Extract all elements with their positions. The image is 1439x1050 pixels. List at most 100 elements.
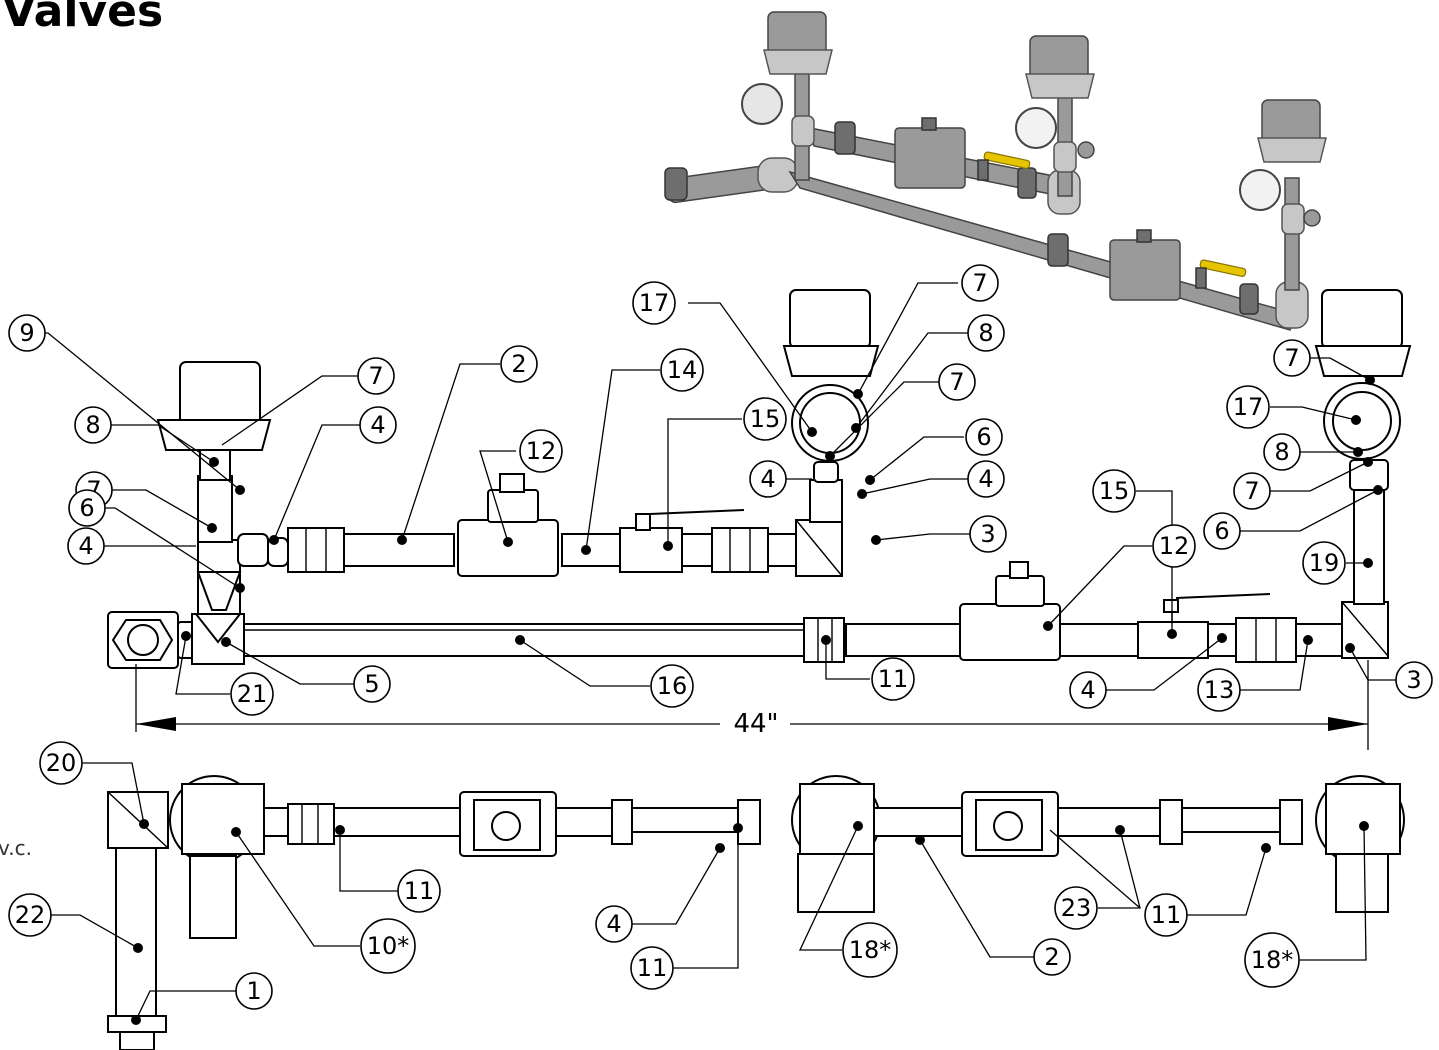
callout-6: 6	[68, 489, 106, 527]
svg-text:7: 7	[1284, 344, 1299, 372]
callout-11: 11	[1144, 893, 1188, 937]
callout-11: 11	[397, 869, 441, 913]
svg-text:4: 4	[78, 532, 93, 560]
callout-16: 16	[650, 664, 694, 708]
svg-text:6: 6	[976, 423, 991, 451]
callout-4: 4	[595, 905, 633, 943]
svg-text:11: 11	[637, 954, 668, 982]
callout-2: 2	[1033, 938, 1071, 976]
callout-12: 12	[519, 429, 563, 473]
dimension-label: 44"	[733, 709, 778, 739]
svg-text:11: 11	[878, 665, 909, 693]
svg-text:11: 11	[404, 877, 435, 905]
callout-12: 12	[1152, 524, 1196, 568]
svg-text:5: 5	[364, 670, 379, 698]
svg-text:12: 12	[1159, 532, 1190, 560]
callout-13: 13	[1197, 668, 1241, 712]
callout-21: 21	[230, 672, 274, 716]
svg-text:4: 4	[978, 465, 993, 493]
callout-4: 4	[359, 406, 397, 444]
svg-text:16: 16	[657, 672, 688, 700]
callout-18-star: 18*	[1244, 932, 1300, 988]
callout-7: 7	[1273, 339, 1311, 377]
callout-4: 4	[1069, 671, 1107, 709]
callout-10-star: 10*	[360, 918, 416, 974]
svg-text:7: 7	[949, 368, 964, 396]
svg-text:4: 4	[1080, 676, 1095, 704]
callout-4: 4	[749, 460, 787, 498]
callout-7: 7	[938, 363, 976, 401]
svg-text:11: 11	[1151, 901, 1182, 929]
callout-11: 11	[630, 946, 674, 990]
callout-3: 3	[969, 515, 1007, 553]
svg-text:8: 8	[85, 411, 100, 439]
svg-text:2: 2	[511, 350, 526, 378]
svg-text:6: 6	[1214, 517, 1229, 545]
callout-14: 14	[660, 348, 704, 392]
callout-balloons: 9 8 7 7 6 4 4 2 12 14 15 17 7 8 7 4 6 4 …	[8, 264, 1433, 1010]
isometric-view	[664, 11, 1327, 331]
callout-6: 6	[1203, 512, 1241, 550]
callout-8: 8	[1263, 433, 1301, 471]
page-title: Valves	[2, 0, 164, 37]
svg-text:8: 8	[1274, 438, 1289, 466]
leader-lines	[27, 282, 1408, 1021]
svg-text:20: 20	[46, 749, 77, 777]
svg-text:13: 13	[1204, 676, 1235, 704]
svg-text:4: 4	[606, 910, 621, 938]
callout-15: 15	[1092, 469, 1136, 513]
callout-9: 9	[8, 314, 46, 352]
svg-text:21: 21	[237, 680, 268, 708]
callout-17: 17	[1226, 385, 1270, 429]
callout-8: 8	[74, 406, 112, 444]
callout-11: 11	[871, 657, 915, 701]
svg-text:7: 7	[972, 269, 987, 297]
svg-text:17: 17	[639, 289, 670, 317]
callout-23: 23	[1054, 886, 1098, 930]
leader-dots	[131, 375, 1383, 1025]
front-view	[107, 289, 1412, 669]
callout-17: 17	[632, 281, 676, 325]
callout-6: 6	[965, 418, 1003, 456]
svg-text:3: 3	[1406, 666, 1421, 694]
cropped-edge-text: v.c.	[0, 836, 32, 860]
callout-3: 3	[1395, 661, 1433, 699]
top-view	[107, 775, 1405, 1050]
svg-text:8: 8	[978, 319, 993, 347]
callout-18-star: 18*	[842, 922, 898, 978]
callout-19: 19	[1302, 541, 1346, 585]
svg-text:22: 22	[15, 901, 46, 929]
svg-text:15: 15	[1099, 477, 1130, 505]
callout-15: 15	[743, 397, 787, 441]
svg-text:1: 1	[246, 977, 261, 1005]
svg-text:7: 7	[368, 362, 383, 390]
svg-text:18*: 18*	[1251, 946, 1294, 974]
svg-text:6: 6	[79, 494, 94, 522]
svg-text:4: 4	[760, 465, 775, 493]
callout-4: 4	[67, 527, 105, 565]
svg-text:9: 9	[19, 319, 34, 347]
overall-length-dimension: 44"	[135, 660, 1369, 750]
callout-7: 7	[1233, 472, 1271, 510]
svg-text:18*: 18*	[849, 936, 892, 964]
svg-text:23: 23	[1061, 894, 1092, 922]
callout-5: 5	[353, 665, 391, 703]
svg-text:7: 7	[1244, 477, 1259, 505]
callout-2: 2	[500, 345, 538, 383]
callout-20: 20	[39, 741, 83, 785]
svg-text:15: 15	[750, 405, 781, 433]
svg-text:3: 3	[980, 520, 995, 548]
svg-text:4: 4	[370, 411, 385, 439]
callout-22: 22	[8, 893, 52, 937]
svg-text:17: 17	[1233, 393, 1264, 421]
callout-7: 7	[357, 357, 395, 395]
svg-text:14: 14	[667, 356, 698, 384]
svg-text:10*: 10*	[367, 932, 410, 960]
callout-8: 8	[967, 314, 1005, 352]
callout-7: 7	[961, 264, 999, 302]
svg-text:19: 19	[1309, 549, 1340, 577]
svg-text:2: 2	[1044, 943, 1059, 971]
svg-text:12: 12	[526, 437, 557, 465]
callout-4: 4	[967, 460, 1005, 498]
